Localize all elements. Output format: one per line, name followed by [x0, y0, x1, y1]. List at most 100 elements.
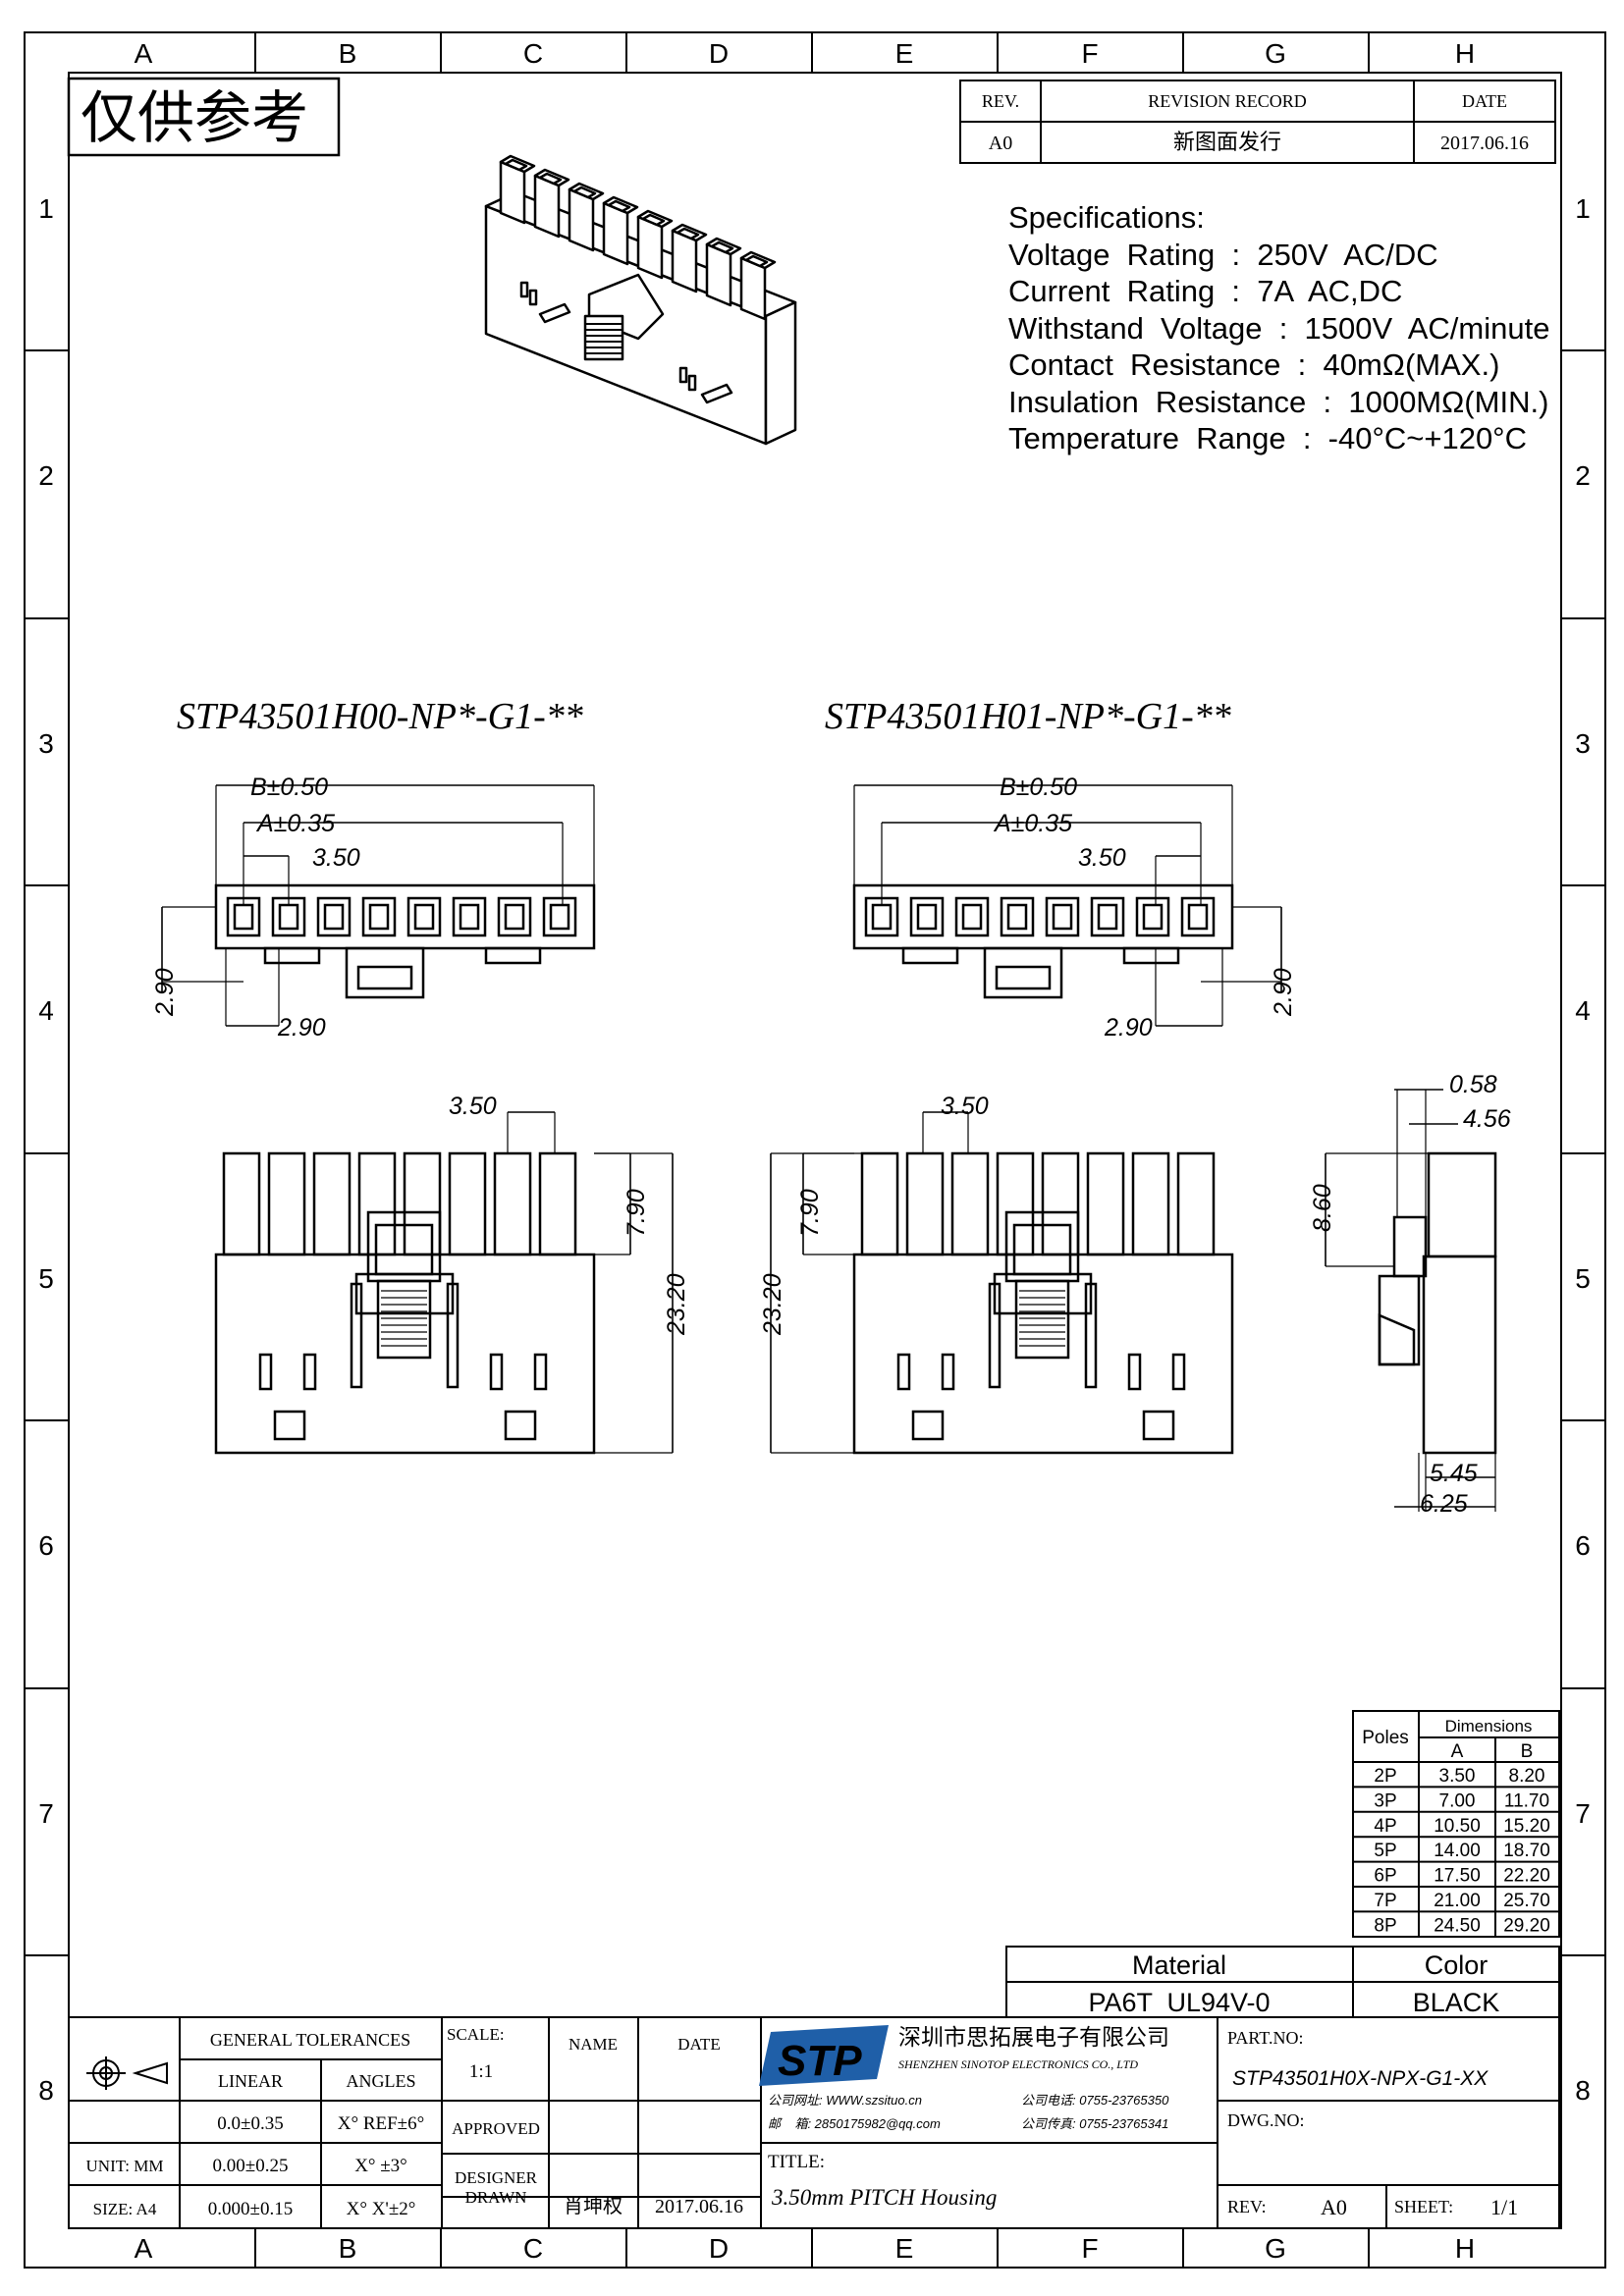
col-label-bottom: A	[135, 2233, 153, 2264]
row-label-left: 2	[38, 460, 54, 491]
front-view-left-window	[504, 1410, 537, 1441]
row-label-left: 3	[38, 728, 54, 759]
row-label-right: 6	[1575, 1530, 1591, 1561]
linear-label: LINEAR	[218, 2071, 283, 2091]
front-view-right-slot	[1171, 1353, 1186, 1391]
front-view-left-window	[273, 1410, 306, 1441]
dim-pitch-label: 3.50	[312, 844, 360, 872]
top-view-left-cavity	[497, 896, 532, 937]
dim-b-label-right: B±0.50	[1000, 774, 1077, 801]
dwg-label: DWG.NO:	[1227, 2110, 1305, 2130]
row-label-right: 7	[1575, 1798, 1591, 1829]
general-tolerances: GENERAL TOLERANCES	[210, 2030, 410, 2050]
iso-tower-hole	[676, 227, 700, 240]
top-view-left-cavity	[406, 896, 442, 937]
spec-line: Withstand Voltage : 1500V AC/minute	[1008, 311, 1549, 346]
top-view-left-cavity-inner	[549, 903, 570, 931]
color-value: BLACK	[1413, 1988, 1500, 2017]
rev-label: REV:	[1227, 2197, 1267, 2216]
logo-text: STP	[778, 2037, 862, 2085]
front-view-right-latch-arm	[988, 1282, 1001, 1389]
top-view-right-cavity	[1045, 896, 1080, 937]
revision-record-value: 新图面发行	[1173, 130, 1281, 154]
grid-ticks	[25, 32, 1605, 2268]
revision-record-header: REVISION RECORD	[1148, 91, 1307, 111]
front-view-left-latch-mid	[354, 1272, 455, 1315]
dim-pitch-label-right: 3.50	[1078, 844, 1126, 872]
tol-linear-3: 0.000±0.15	[208, 2199, 293, 2219]
material-label: Material	[1132, 1950, 1226, 1980]
top-view-left-cavity	[542, 896, 577, 937]
col-label-bottom: C	[523, 2233, 543, 2264]
specifications: Specifications: Voltage Rating : 250V AC…	[1008, 200, 1549, 455]
col-label-top: B	[339, 38, 357, 69]
row-label-right: 4	[1575, 995, 1591, 1026]
isometric-connector-view	[484, 154, 797, 446]
poles-header: Poles	[1362, 1728, 1409, 1748]
front-view-left-pin	[403, 1151, 442, 1256]
dims-col-b: B	[1521, 1741, 1534, 1762]
top-view-right-foot	[1122, 946, 1180, 965]
spec-line: Insulation Resistance : 1000MΩ(MIN.)	[1008, 385, 1548, 419]
front-view-left-pin	[493, 1151, 532, 1256]
dim-side-w1: 0.58	[1449, 1071, 1497, 1098]
dim-table-b: 15.20	[1503, 1816, 1550, 1837]
drawn-label: DRAWN	[465, 2188, 527, 2207]
spec-line: Current Rating : 7A AC,DC	[1008, 274, 1402, 308]
column-labels: A B C D E F G H A B C D E F G H	[135, 38, 1475, 2264]
left-view-title: STP43501H00-NP*-G1-**	[177, 696, 583, 737]
front-view-right-window	[1142, 1410, 1175, 1441]
col-label-bottom: D	[709, 2233, 729, 2264]
top-view-right-cavity	[1090, 896, 1125, 937]
col-label-top: E	[895, 38, 914, 69]
row-label-right: 3	[1575, 728, 1591, 759]
front-view-right-window	[911, 1410, 945, 1441]
dim-side-w2: 4.56	[1463, 1105, 1511, 1133]
tol-linear-2: 0.00±0.25	[213, 2156, 289, 2176]
dim-a-label-right: A±0.35	[993, 810, 1072, 837]
spec-line: Contact Resistance : 40mΩ(MAX.)	[1008, 347, 1499, 382]
row-labels: 1 2 3 4 5 6 7 8 1 2 3 4 5 6 7 8	[38, 193, 1591, 2106]
row-label-left: 4	[38, 995, 54, 1026]
top-view-right-cavity-inner	[871, 903, 893, 931]
top-view-left-cavity-inner	[323, 903, 345, 931]
dim-side-h: 8.60	[1309, 1184, 1336, 1232]
dim-table-poles: 3P	[1374, 1790, 1396, 1811]
top-view-right-cavity	[954, 896, 990, 937]
top-view-right-cavity	[909, 896, 945, 937]
company-logo: STP	[759, 2025, 889, 2086]
iso-tower-hole	[572, 186, 597, 199]
front-view-left-latch-arm	[446, 1282, 460, 1389]
date-header: DATE	[1462, 91, 1507, 111]
top-view-left-foot	[484, 946, 542, 965]
front-view-right-pin	[950, 1151, 990, 1256]
dim-table-a: 17.50	[1434, 1866, 1481, 1887]
dim-table-b: 22.20	[1503, 1866, 1550, 1887]
top-view-left-cavity-inner	[413, 903, 435, 931]
row-label-right: 8	[1575, 2075, 1591, 2106]
top-view-left-cavity-inner	[504, 903, 525, 931]
dim-height-right: 2.90	[1270, 968, 1297, 1017]
iso-tower-hole	[744, 254, 769, 268]
name-label: NAME	[568, 2035, 618, 2054]
top-view-left-latch-inner	[356, 965, 413, 990]
top-view-right-foot	[901, 946, 959, 965]
front-view-left-pin	[222, 1151, 261, 1256]
dim-height-left: 2.90	[151, 968, 179, 1017]
iso-tower-hole	[538, 172, 563, 186]
top-view-left-cavity-inner	[278, 903, 299, 931]
watermark-text: 仅供参考	[81, 86, 308, 150]
front-view-right-pin	[905, 1151, 945, 1256]
col-label-top: D	[709, 38, 729, 69]
front-view-left-latch-grip	[376, 1279, 432, 1360]
row-label-left: 8	[38, 2075, 54, 2106]
top-view-left-cavity-inner	[459, 903, 480, 931]
top-view-left-cavity	[316, 896, 352, 937]
front-view-right-slot	[896, 1353, 911, 1391]
tol-linear-1: 0.0±0.35	[217, 2113, 283, 2134]
color-label: Color	[1425, 1950, 1489, 1980]
outer-border	[24, 31, 1606, 2269]
contact-fax: 公司传真: 0755-23765341	[1021, 2116, 1168, 2131]
dim-table-poles: 8P	[1374, 1915, 1396, 1936]
inner-border	[68, 72, 1562, 2229]
